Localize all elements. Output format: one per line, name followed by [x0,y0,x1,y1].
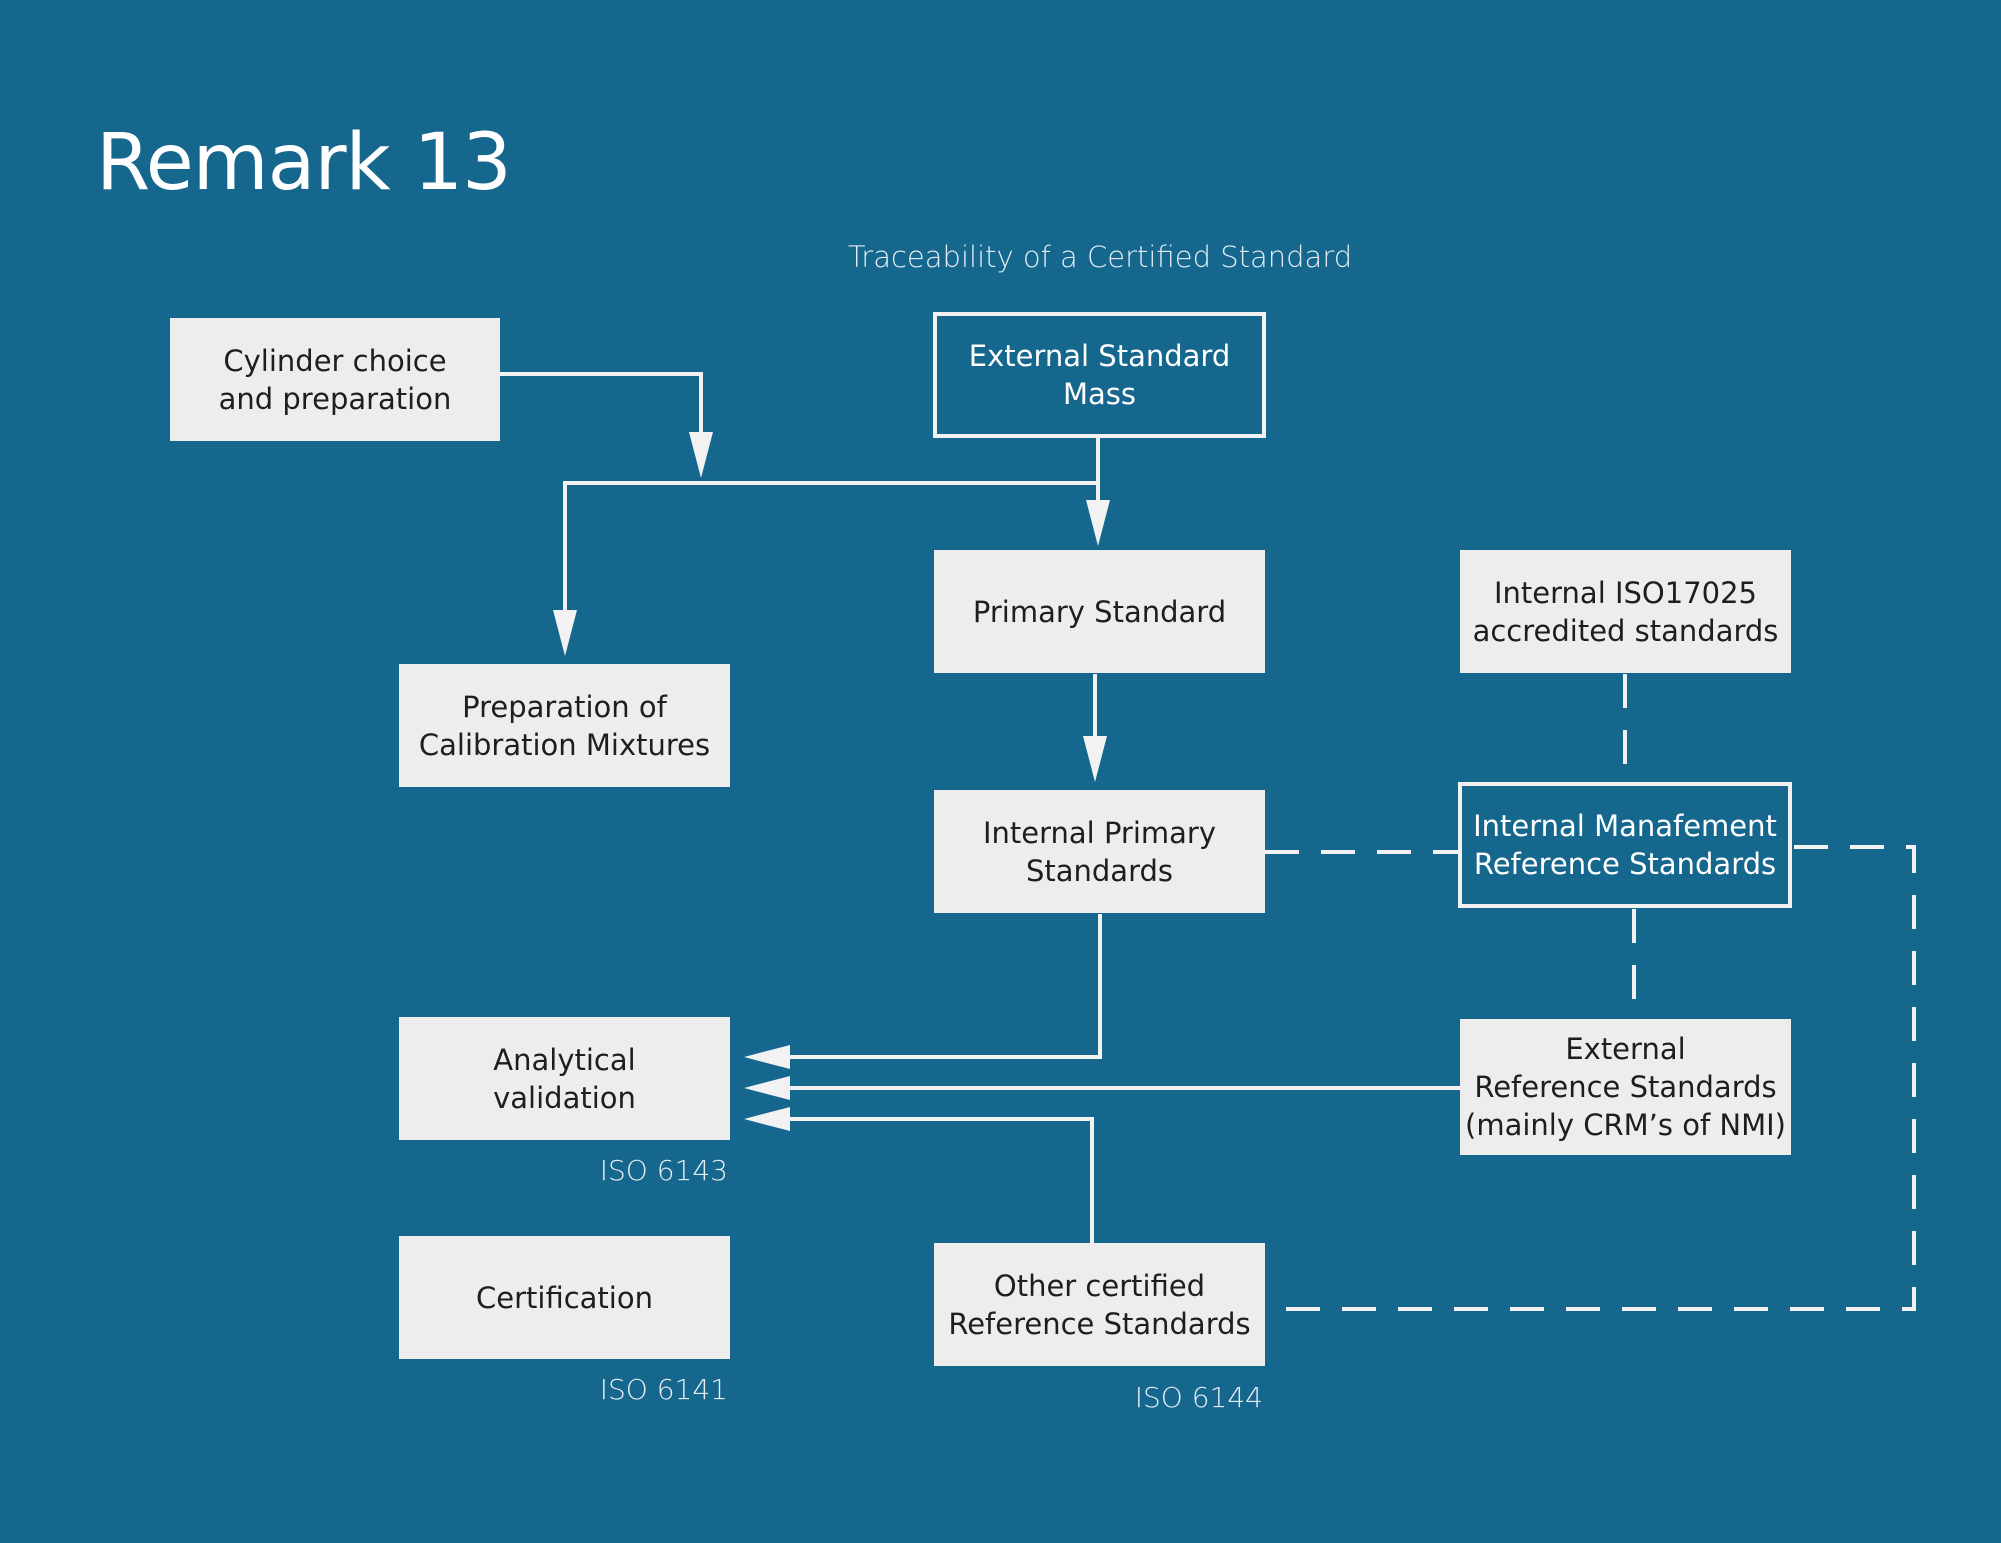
node-preparation-calibration: Preparation of Calibration Mixtures [399,664,730,787]
arrowhead-preparation [553,610,577,656]
node-cylinder-choice: Cylinder choice and preparation [170,318,500,441]
arrowhead-analytical-top [744,1045,790,1069]
node-analytical-validation: Analytical validation [399,1017,730,1140]
label-iso-6144: ISO 6144 [1134,1381,1263,1414]
connector-internal-primary-to-analytical [780,914,1102,1059]
arrowhead-internal-primary [1083,736,1107,782]
node-primary-standard: Primary Standard [934,550,1265,673]
arrowhead-analytical-middle [744,1076,790,1100]
arrowhead-analytical-bottom [744,1107,790,1131]
node-internal-primary-standards: Internal Primary Standards [934,790,1265,913]
node-other-certified-reference: Other certified Reference Standards [934,1243,1265,1366]
connector-other-certified-to-analytical [780,1117,1094,1243]
node-internal-management-reference: Internal Manafement Reference Standards [1458,782,1792,908]
node-external-standard-mass: External Standard Mass [933,312,1266,438]
node-certification: Certification [399,1236,730,1359]
label-iso-6141: ISO 6141 [599,1373,728,1406]
dashed-management-to-other-certified [1265,845,1916,1311]
connector-cylinder-down [500,372,703,440]
diagram-subtitle: Traceability of a Certified Standard [847,240,1353,274]
node-internal-iso17025: Internal ISO17025 accredited standards [1460,550,1791,673]
page-title: Remark 13 [96,118,512,208]
arrowhead-primary [1086,500,1110,546]
node-external-reference-standards: External Reference Standards (mainly CRM… [1460,1019,1791,1155]
arrowhead-cylinder [689,432,713,478]
connector-mass-to-preparation [563,481,1098,620]
label-iso-6143: ISO 6143 [599,1154,728,1187]
